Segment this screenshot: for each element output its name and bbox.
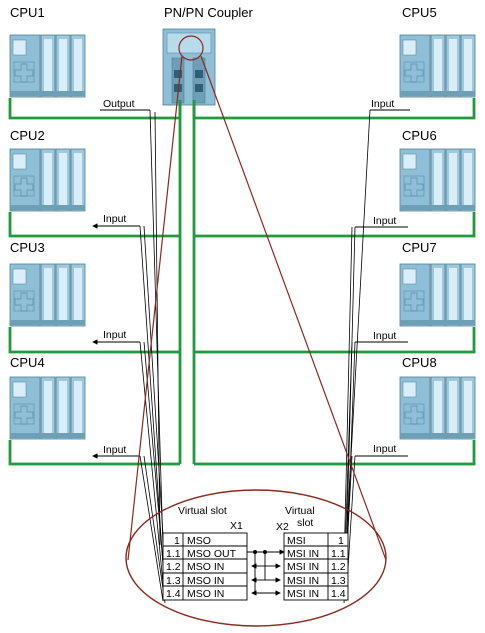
- right-caption-line2: slot: [297, 517, 313, 529]
- cpu2-device: [9, 148, 86, 212]
- x1-row3-label: MSO IN: [187, 561, 224, 573]
- cpu8-signal-label: Input: [373, 443, 396, 455]
- x2-row2-slot: 1.1: [331, 548, 346, 560]
- x2-row4-label: MSI IN: [287, 575, 319, 587]
- zoom-rays: [127, 55, 387, 561]
- left-caption: Virtual slot: [178, 505, 227, 517]
- cpu1: CPU1 Output: [9, 5, 135, 110]
- cpu5: CPU5 Input: [371, 5, 476, 110]
- cpu2-signal-label: Input: [103, 213, 126, 225]
- cpu4-signal-label: Input: [103, 444, 126, 456]
- x2-row5-slot: 1.4: [331, 588, 346, 600]
- x1-row3-slot: 1.2: [166, 561, 181, 573]
- x2-row5-label: MSI IN: [287, 588, 319, 600]
- cpu5-label: CPU5: [402, 5, 437, 20]
- x1-row4-label: MSO IN: [187, 575, 224, 587]
- network-lines: [8, 98, 476, 466]
- x2-row3-slot: 1.2: [331, 561, 346, 573]
- x2-row3-label: MSI IN: [287, 561, 319, 573]
- signal-arrows: [92, 109, 410, 459]
- cpu2: CPU2 Input: [9, 128, 126, 225]
- cpu1-signal-label: Output: [103, 98, 135, 110]
- cpu7-signal-label: Input: [373, 330, 396, 342]
- cpu6-device: [399, 148, 476, 212]
- zoom-circle: [178, 35, 204, 61]
- cpu7-device: [399, 263, 476, 327]
- x2-row1-label: MSI: [287, 535, 306, 547]
- cpu1-device: [9, 34, 86, 98]
- x1-row5-label: MSO IN: [187, 588, 224, 600]
- cpu5-signal-label: Input: [371, 98, 394, 110]
- cpu7-label: CPU7: [402, 240, 437, 255]
- cpu4-label: CPU4: [10, 355, 45, 370]
- x1-row5-slot: 1.4: [166, 588, 181, 600]
- coupler-title: PN/PN Coupler: [164, 5, 254, 20]
- table-connections: [247, 549, 285, 596]
- cpu6-signal-label: Input: [373, 215, 396, 227]
- left-port: X1: [230, 520, 243, 532]
- x2-row2-label: MSI IN: [287, 548, 319, 560]
- cpu3-label: CPU3: [10, 240, 45, 255]
- cpu3-signal-label: Input: [103, 329, 126, 341]
- x1-row2-slot: 1.1: [166, 548, 181, 560]
- cpu8-label: CPU8: [402, 355, 437, 370]
- cpu3-device: [9, 263, 86, 327]
- right-port: X2: [276, 521, 289, 533]
- cpu6: CPU6 Input: [373, 128, 476, 227]
- cpu6-label: CPU6: [402, 128, 437, 143]
- x1-row2-label: MSO OUT: [187, 548, 237, 560]
- detail-ellipse: [125, 489, 387, 627]
- cpu8: CPU8 Input: [373, 355, 476, 455]
- x2-row1-slot: 1: [338, 535, 344, 547]
- cpu8-device: [399, 376, 476, 440]
- x1-row1-label: MSO: [187, 535, 211, 547]
- x2-row4-slot: 1.3: [331, 575, 346, 587]
- cpu1-label: CPU1: [10, 5, 45, 20]
- routing-lines: [139, 109, 371, 604]
- x2-table: MSI 1 MSI IN 1.1 MSI IN 1.2 MSI IN 1.3 M…: [283, 532, 349, 601]
- cpu3: CPU3 Input: [9, 240, 126, 341]
- right-caption-line1: Virtual: [285, 505, 315, 517]
- x1-row4-slot: 1.3: [166, 575, 181, 587]
- cpu7: CPU7 Input: [373, 240, 476, 342]
- cpu2-label: CPU2: [10, 128, 45, 143]
- cpu5-device: [399, 34, 476, 98]
- cpu4-device: [9, 376, 86, 440]
- cpu4: CPU4 Input: [9, 355, 126, 456]
- x1-table: 1 MSO 1.1 MSO OUT 1.2 MSO IN 1.3 MSO IN …: [162, 532, 248, 601]
- x1-row1-slot: 1: [174, 535, 180, 547]
- pn-pn-coupler-device: [162, 28, 216, 106]
